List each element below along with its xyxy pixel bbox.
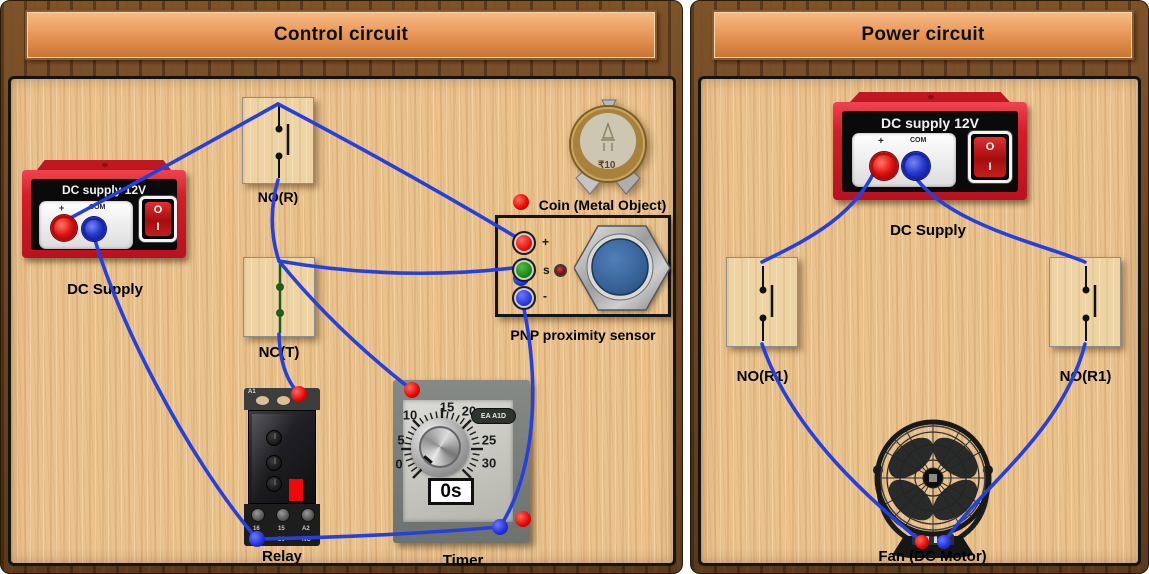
fan-graphic [873,419,993,560]
relay-term-15: 15 [278,526,285,532]
relay-mount-hole [277,396,290,405]
control-circuit-title: Control circuit [273,24,409,45]
power-dc-plus-terminal[interactable] [870,152,898,180]
coin-graphic [569,99,647,195]
dc-supply-top [848,92,1012,104]
relay-screw [251,508,265,522]
relay-red-sticker [289,479,303,501]
nc-t-top-terminal[interactable] [515,511,531,527]
sensor-hex-head [574,225,671,311]
relay-mount-hole [256,396,269,405]
timer-model-badge: EA A1D [471,408,516,424]
dc-supply-front-panel: DC supply 12V + COM O I [842,111,1018,192]
no-r-switch[interactable] [242,97,529,286]
timer-red-terminal[interactable] [404,382,420,398]
power-dc-com-terminal[interactable] [902,152,930,180]
relay-dial-1[interactable] [266,430,282,446]
no-contact-symbol [275,106,290,178]
timer-device[interactable]: EA A1D 0 5 10 15 20 25 30 0s [393,380,530,543]
sensor-led-indicator [554,264,567,277]
timer-blue-terminal[interactable] [492,519,508,535]
no-r1-right-switch[interactable] [1049,257,1121,347]
fan-label: Fan (DC Motor) [878,548,987,565]
nc-t-switch[interactable] [243,257,531,527]
nc-t-label: NC(T) [258,344,300,361]
no-r-top-terminal[interactable] [513,194,529,210]
com-label: COM [89,204,106,211]
sensor-plus-terminal[interactable] [512,231,536,255]
relay-gloss [252,414,312,500]
relay-term-26: 26 [278,537,285,543]
control-dc-supply-label: DC Supply [67,281,143,298]
dial-num-15: 15 [439,399,455,415]
relay-screw [276,508,290,522]
relay-dial-3[interactable] [266,476,282,492]
power-dc-supply[interactable]: DC supply 12V + COM O I [833,92,1027,200]
no-r1-left-switch[interactable] [726,257,798,347]
relay-device[interactable]: A1 16 15 A2 26 NC [242,386,322,548]
relay-top-plate: A1 [244,388,320,410]
control-dc-com-terminal[interactable] [82,217,106,241]
dc-supply-title: DC supply 12V [880,115,980,131]
dc-supply-terminal-plate: + COM [852,133,956,187]
relay-screw [301,508,315,522]
coin-label: Coin (Metal Object) [538,197,667,213]
switch-off-label: O [153,204,163,216]
dc-supply-terminal-plate: + COM [39,201,133,249]
relay-a1-label: A1 [248,389,256,395]
com-label: COM [910,137,927,144]
sensor-minus-terminal[interactable] [512,286,536,310]
sensor-label: PNP proximity sensor [510,327,656,343]
dial-num-5: 5 [397,432,405,448]
plus-label: + [59,203,65,213]
sensor-signal-terminal[interactable] [512,258,536,282]
switch-on-label: I [988,160,992,173]
power-circuit-banner: Power circuit [712,10,1134,60]
no-r1-left-label: NO(R1) [736,368,789,385]
no-contact-symbol [759,266,774,341]
sensor-plus-label: + [542,235,550,249]
relay-dial-2[interactable] [266,455,282,471]
power-dc-power-switch[interactable]: O I [968,131,1012,183]
coin-value: ₹10 [598,160,616,171]
relay-body [248,410,316,504]
dial-num-25: 25 [481,432,497,448]
fan-red-terminal[interactable] [915,535,929,549]
dial-num-30: 30 [481,455,497,471]
control-dc-power-switch[interactable]: O I [139,196,177,242]
relay-label: Relay [261,548,303,565]
relay-blue-terminal[interactable] [249,531,265,547]
coin-object[interactable]: ₹10 [560,98,656,198]
power-circuit-title: Power circuit [861,24,985,45]
control-dc-plus-terminal[interactable] [51,215,77,241]
timer-dial-ticks [401,408,483,479]
dc-supply-front-panel: DC supply 12V + COM O I [31,179,177,250]
plus-label: + [878,136,884,147]
timer-knob[interactable] [419,426,461,468]
relay-term-a2: A2 [302,526,310,532]
timer-display: 0s [428,478,474,505]
dial-num-10: 10 [402,407,418,423]
pnp-proximity-sensor[interactable]: + s - [495,215,671,317]
fan-blue-terminal[interactable] [937,535,951,549]
no-r-label: NO(R) [257,189,299,205]
sensor-signal-label: s [543,263,550,277]
fan-dc-motor[interactable] [860,408,1006,560]
no-contact-symbol [1082,266,1097,341]
switch-off-label: O [985,140,995,153]
relay-term-nc: NC [302,537,311,543]
dc-supply-title: DC supply 12V [61,183,147,197]
power-dc-supply-label: DC Supply [890,222,966,239]
control-circuit-banner: Control circuit [25,10,657,60]
relay-red-terminal[interactable] [291,386,307,402]
timer-label: Timer [442,552,484,569]
sensor-minus-label: - [543,289,547,303]
switch-on-label: I [156,221,160,233]
control-dc-supply[interactable]: DC supply 12V + COM O I [22,160,186,258]
nc-contact-symbol [276,264,284,333]
dial-num-0: 0 [395,456,403,472]
no-r1-right-label: NO(R1) [1059,368,1112,385]
